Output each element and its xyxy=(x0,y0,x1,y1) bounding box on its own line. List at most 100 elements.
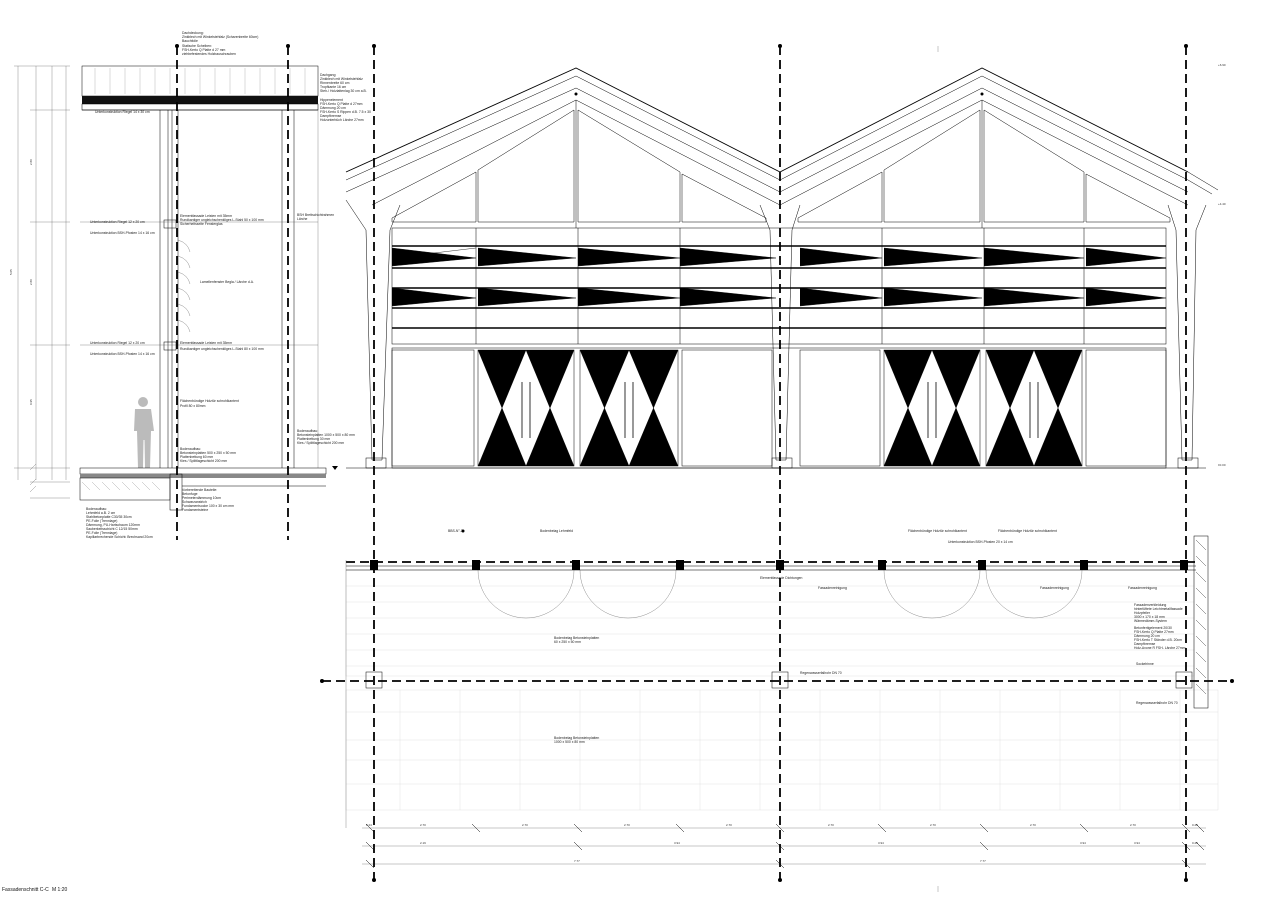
facade-section-detail: 5.05 2.80 2.80 0.95 xyxy=(9,31,371,540)
plan-reinigung-1: Fassadenreinigung xyxy=(818,586,847,590)
dim-r2-1: 3.94 xyxy=(674,841,680,845)
note-bsh-post-lower: Unterkonstruktion BSH-Pfosten 14 x 16 cm xyxy=(90,352,155,356)
dim-r1-9: 0.20 xyxy=(1192,823,1198,827)
note-slab-0: Bodenaufbau: xyxy=(86,507,107,511)
level-mark-floor: ±0.00 xyxy=(1218,463,1226,467)
dim-left-3: 2.80 xyxy=(29,279,33,285)
plan-annotations: BBS-N°-3 Bodenbelag Lehmfeld Flächenbünd… xyxy=(448,529,1186,744)
human-scale-figure xyxy=(134,397,154,468)
note-gutter-3: Tropfkante 16 cm xyxy=(320,85,346,89)
dim-r1-0: 0.24 xyxy=(366,823,372,827)
note-floor-right-1: Betonsteinplatten 1000 x 500 x 80 mm xyxy=(297,433,355,437)
level-mark-top: +6.90 xyxy=(1218,63,1226,67)
note-element-upper-2: Sicherheitsseite Fensterglas xyxy=(180,222,223,226)
dim-left-1: 5.05 xyxy=(9,269,13,275)
plan-reinigung-3: Fassadenreinigung xyxy=(1128,586,1157,590)
note-slab-6: PE-Folie (Trennlage) xyxy=(86,531,117,535)
note-roof-1: Zinkblech mit Winkelstehfalz (Scharenbre… xyxy=(182,35,258,39)
note-element-upper-1: Rundkantiger ungleichschenkliges L-Stahl… xyxy=(180,218,264,222)
caption-title: Fassadenschnitt C-C xyxy=(2,887,49,893)
floor-plan: BBS-N°-3 Bodenbelag Lehmfeld Flächenbünd… xyxy=(320,529,1234,869)
gable-glazing xyxy=(391,109,1171,223)
note-door-0: Flächenbündige Holztür schrohlkantent xyxy=(180,399,239,403)
dim-r2-5: 0.20 xyxy=(1192,841,1198,845)
note-bsh-post-mid: Unterkonstruktion BSH-Pfosten 14 x 16 cm xyxy=(90,231,155,235)
note-gutter-0: Dachgang xyxy=(320,73,336,77)
dim-r1-2: 2.70 xyxy=(522,823,528,827)
note-gutter-4: Steh-/ Holzlattenlag 30 cm a.B. xyxy=(320,89,367,93)
note-purlin-2: Dämmung 20 cm xyxy=(320,106,346,110)
note-foundation-0: Vorbereitende Bauteile: xyxy=(182,488,217,492)
note-purlin-5: Holzunterbüch Lärche 27mm xyxy=(320,118,364,122)
dimension-chains: 0.24 2.70 2.70 2.70 2.70 2.70 2.70 2.70 … xyxy=(362,823,1206,869)
plan-wall-1: hinterlüftete Leichtmetallfassade xyxy=(1134,607,1183,611)
note-gutter-1: Zinkblech mit Winkelstehfalz xyxy=(320,77,363,81)
note-bsh-1: Lärche xyxy=(297,217,307,221)
downpipe-2 xyxy=(771,671,789,689)
dim-r3-1: 7.77 xyxy=(980,859,986,863)
lamella-band xyxy=(391,227,1167,345)
plan-lehmfeld: Bodenbelag Lehmfeld xyxy=(540,529,573,533)
note-floor-left-3: Kies / Splittlageschicht 200 mm xyxy=(180,459,227,463)
note-floor-left-1: Betonsteinplatten 500 x 250 x 50 mm xyxy=(180,451,236,455)
dim-r2-2: 3.94 xyxy=(878,841,884,845)
note-slab-5: Sauberkeitsschicht C 12/15 50mm xyxy=(86,527,138,531)
sawtooth-roof xyxy=(345,67,1219,228)
note-roof-3: Statische Scheiben: xyxy=(182,44,212,48)
note-purlin-3: FSH-Kerto S Rippen d.B. 7.5 x 30 xyxy=(320,110,371,114)
downpipe-3 xyxy=(1175,671,1193,689)
note-element-lower-1: Rundkantiger ungleichschenkliges L-Stahl… xyxy=(180,347,264,351)
plan-wall-3: 3000 x 170 x 18 mm xyxy=(1134,615,1165,619)
plan-small-ref: BBS-N°-3 xyxy=(448,529,463,533)
plan-wall-9: Dampfbremse xyxy=(1134,642,1155,646)
dim-r1-4: 2.70 xyxy=(726,823,732,827)
wall-frame xyxy=(80,110,319,468)
note-purlin-1: FSH-Kerto Q Platte d 27mm xyxy=(320,102,363,106)
branching-columns xyxy=(345,199,1207,469)
plan-wall-2: Holzpfeiler xyxy=(1134,611,1151,615)
dim-r1-7: 2.70 xyxy=(1030,823,1036,827)
note-floor-right-3: Kies / Splittlageschicht 200 mm xyxy=(297,441,344,445)
note-foundation-2: Perimeterdämmung 10cm xyxy=(182,496,221,500)
plan-end-wall xyxy=(1193,535,1209,709)
note-riegel-mid: Unterkonstruktion Riegel 12 x 20 cm xyxy=(90,220,145,224)
note-bsh-0: BSH Brettschichtrahmen xyxy=(297,213,334,217)
dim-r1-8: 2.70 xyxy=(1130,823,1136,827)
dim-r2-4: 3.94 xyxy=(1134,841,1140,845)
note-door-1: Profil 80 x 80mm xyxy=(180,404,206,408)
dim-r2-0: 2.19 xyxy=(420,841,426,845)
plan-wall-8: FSH-Kerto T Ständer d.B. 20cm xyxy=(1134,638,1182,642)
note-slab-3: PE-Folie (Trennlage) xyxy=(86,519,117,523)
facade-elevation xyxy=(345,67,1219,469)
dim-left-4: 0.95 xyxy=(29,399,33,405)
plan-wall-4: Wärmedämm-System xyxy=(1134,619,1167,623)
plan-wall-6: FSH-Kerto Q Platte 27mm xyxy=(1134,630,1174,634)
door-band xyxy=(346,347,1206,469)
plan-paving-outer-0: Bodenbelag Betonsteinplatten xyxy=(554,736,599,740)
floor-foundation xyxy=(79,466,338,511)
dim-r1-1: 2.70 xyxy=(420,823,426,827)
plan-downpipe-2: Regenwasserfallrohr DN 70 xyxy=(1136,701,1178,705)
plan-element-seal: Elementfassade Dichtungen xyxy=(760,576,803,580)
note-floor-right-2: Plattenbettung 30 mm xyxy=(297,437,330,441)
plan-paving-outer-1: 1000 x 500 x 80 mm xyxy=(554,740,585,744)
note-floor-left-2: Plattenbettung 60 mm xyxy=(180,455,213,459)
note-foundation-4: Fundamentsocke 100 x 30 cm mm xyxy=(182,504,234,508)
note-roof-0: Dachdeckung: xyxy=(182,31,204,35)
note-slab-4: Dämmung, PU-Hartschaum 120mm xyxy=(86,523,140,527)
note-riegel-top: Unterkonstruktion Riegel 14 x 30 cm xyxy=(95,110,150,114)
note-roof-2: Bauchfolie xyxy=(182,39,198,43)
note-foundation-5: Fundamentsteine xyxy=(182,508,208,512)
plan-paving-inner-0: Bodenbelag Betonsteinplatten xyxy=(554,636,599,640)
plan-facade xyxy=(346,560,1200,619)
note-purlin-0: Hippenelement xyxy=(320,98,343,102)
note-slab-7: Kapillarbrechende Schicht: Brechsand 20c… xyxy=(86,535,153,539)
plan-door-b: Flächenbündige Holztür schrohlkantent xyxy=(998,529,1057,533)
note-roof-4: FSH-Kerto Q Platte d 27 mm xyxy=(182,48,226,52)
grid-axes: +6.90 +4.40 ±0.00 xyxy=(345,44,1226,892)
dim-left-2: 2.80 xyxy=(29,159,33,165)
dim-r1-6: 2.70 xyxy=(930,823,936,827)
plan-paving-inner-1: 60 x 250 x 50 mm xyxy=(554,640,581,644)
dim-r2-3: 3.94 xyxy=(1080,841,1086,845)
